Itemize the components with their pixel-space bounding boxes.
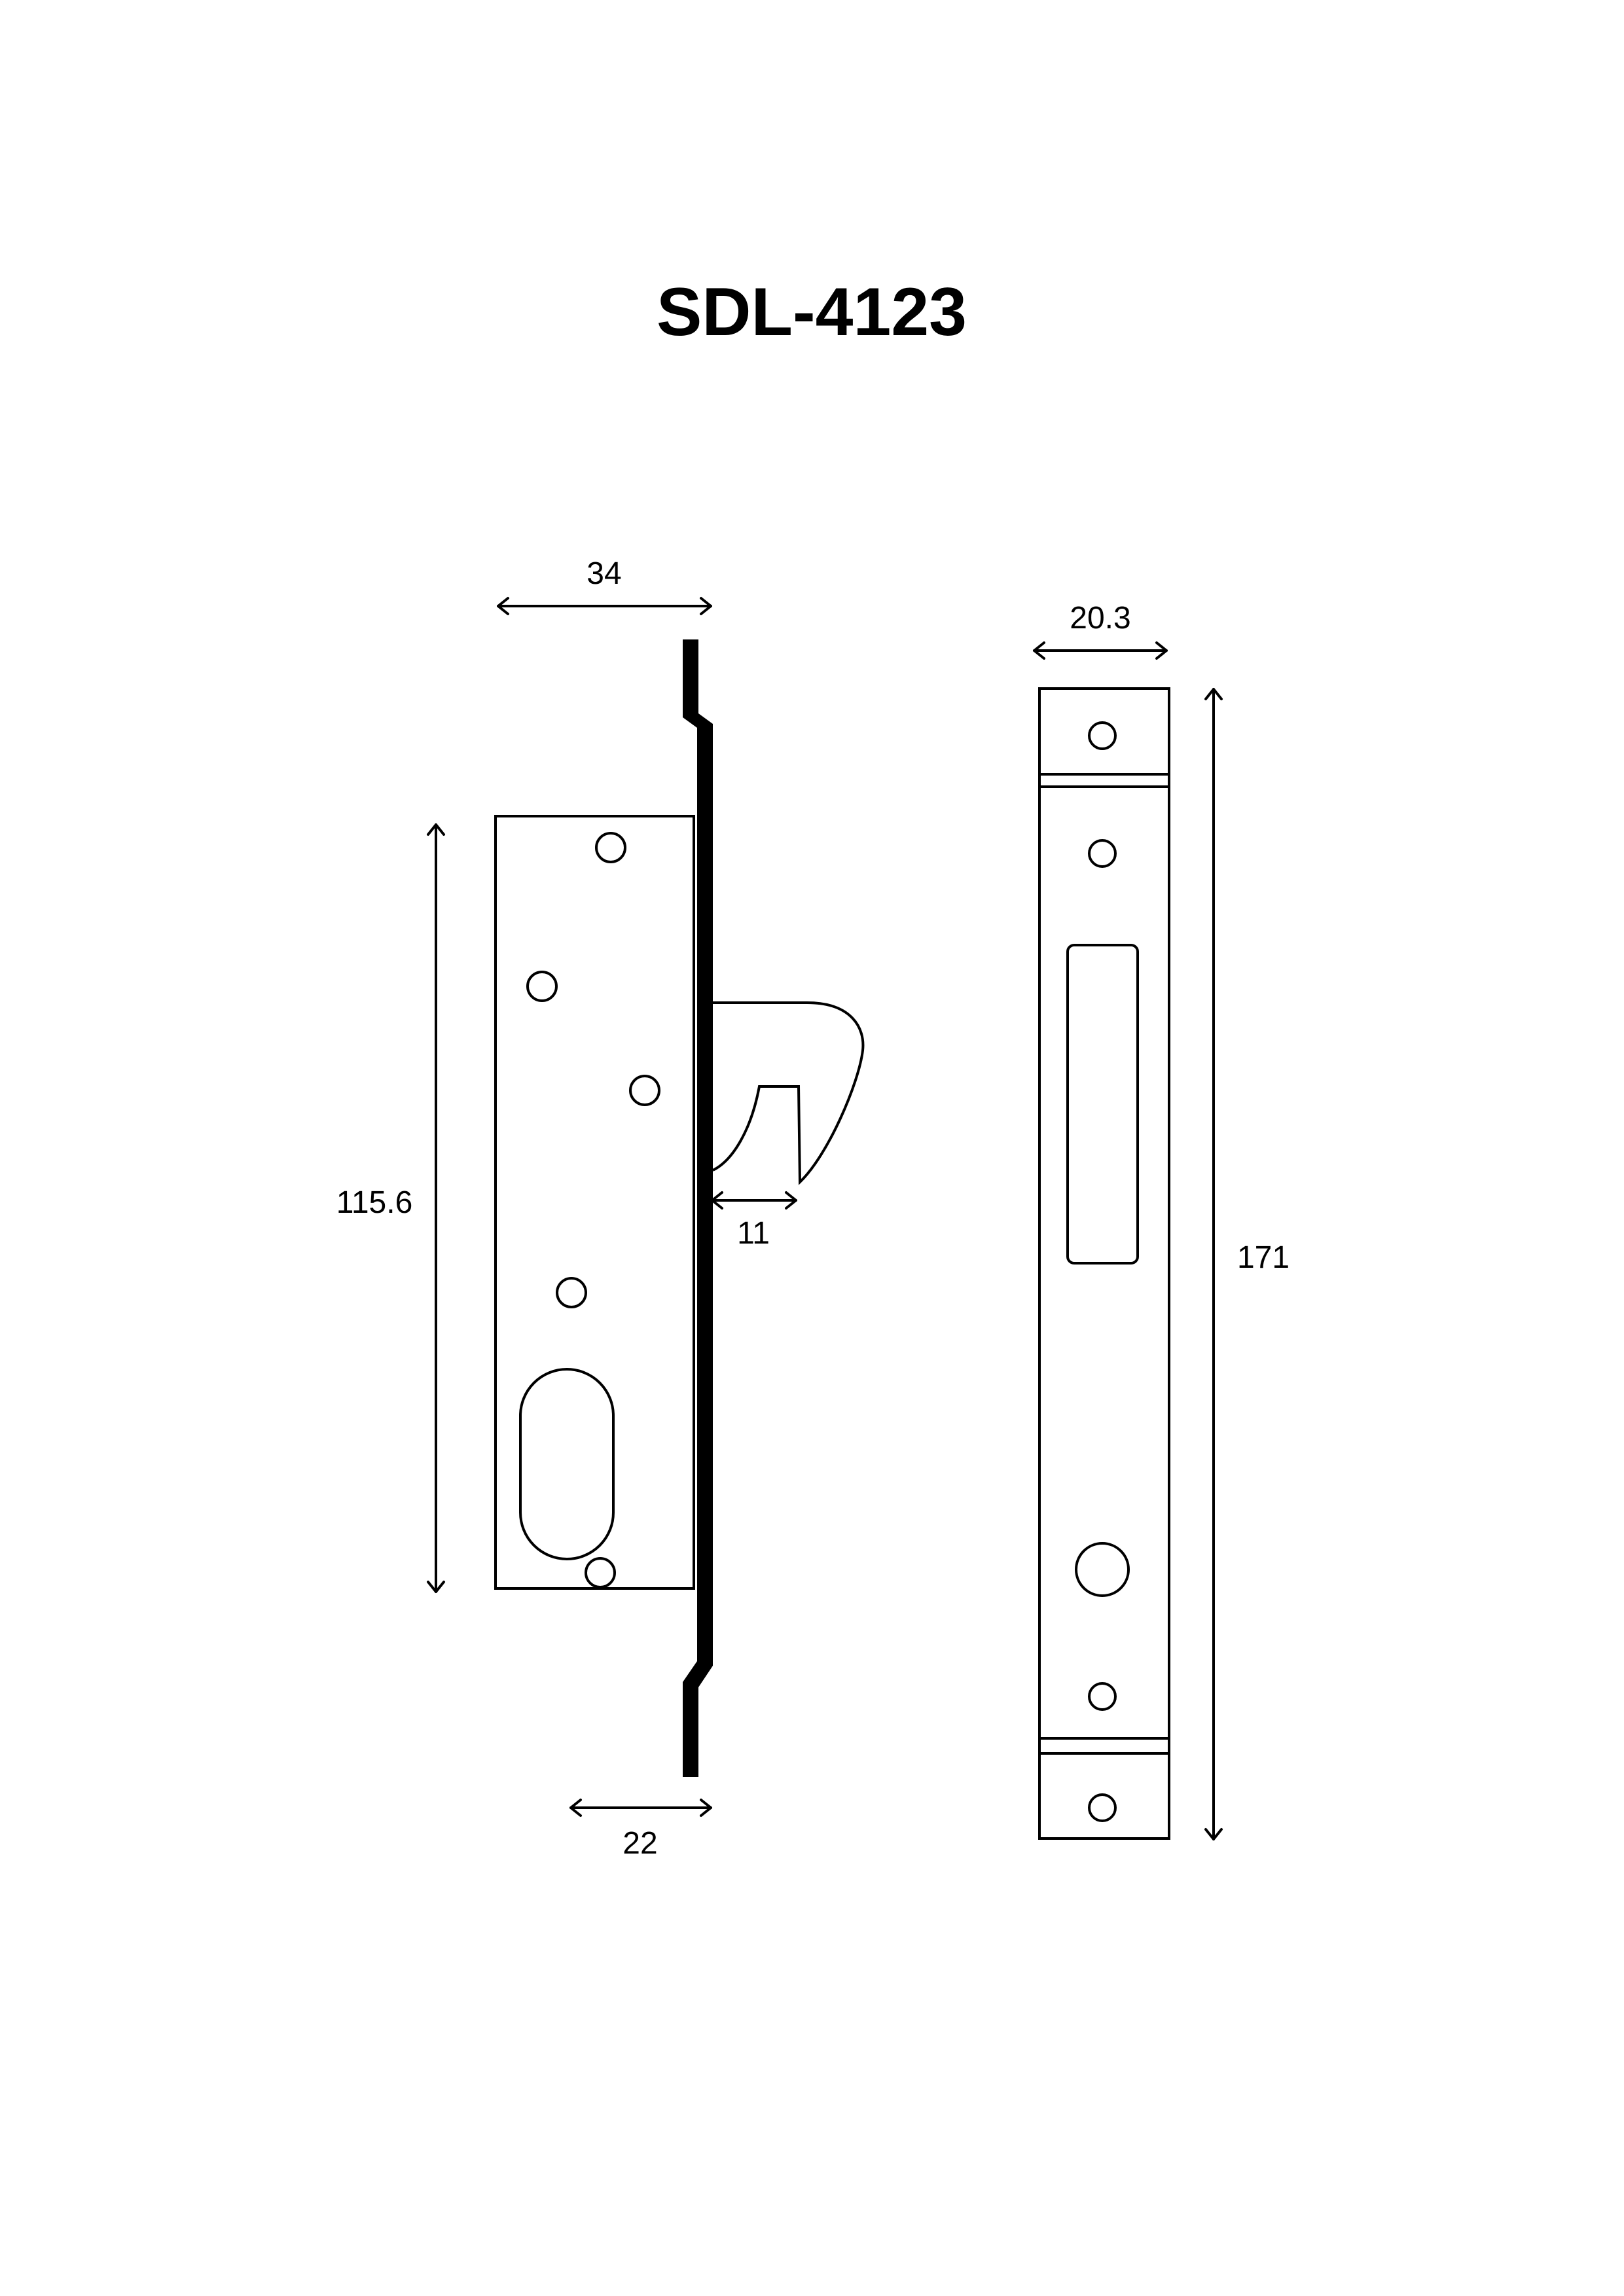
dimension-label: 20.3 [1070, 601, 1130, 636]
strike-cylinder-hole [1075, 1542, 1130, 1597]
dimension-20-3: 20.3 [1033, 601, 1168, 660]
dimension-label: 22 [623, 1826, 657, 1861]
lock-case [494, 815, 695, 1590]
dimension-22: 22 [569, 1799, 712, 1861]
lock-body-view: 34 115.6 11 22 [336, 556, 865, 1861]
fixing-hole [629, 1075, 660, 1106]
hook-bolt [712, 1001, 865, 1185]
strike-plate [1038, 687, 1170, 1840]
cylinder-slot [519, 1368, 615, 1560]
strike-screw-hole [1088, 721, 1117, 750]
hook-opening [1066, 944, 1139, 1265]
fixing-hole [526, 971, 558, 1002]
dimension-11: 11 [711, 1191, 797, 1251]
dimension-115-6: 115.6 [336, 823, 445, 1593]
dimension-171: 171 [1204, 688, 1290, 1840]
dimension-label: 34 [586, 556, 621, 591]
dimension-label: 171 [1237, 1240, 1290, 1275]
dimension-34: 34 [497, 556, 712, 615]
fixing-hole [595, 832, 626, 863]
strike-screw-hole [1088, 1682, 1117, 1711]
dimension-label: 115.6 [336, 1185, 413, 1220]
dimension-label: 11 [737, 1216, 770, 1251]
faceplate-profile [683, 639, 713, 1777]
strike-screw-hole [1088, 839, 1117, 868]
strike-plate-view: 20.3 171 [1033, 601, 1290, 1840]
strike-screw-hole [1088, 1793, 1117, 1822]
fixing-hole [556, 1277, 587, 1308]
fixing-hole [585, 1557, 616, 1588]
drawing-title: SDL-4123 [657, 274, 967, 350]
